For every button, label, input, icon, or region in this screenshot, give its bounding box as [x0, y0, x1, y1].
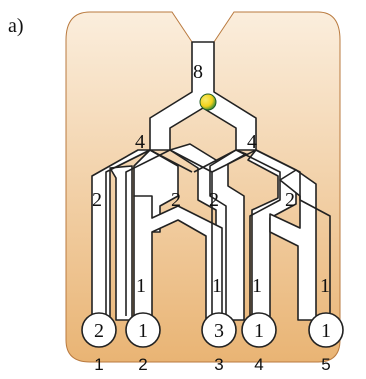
bin-3-cup — [201, 312, 237, 348]
junction-counts: 8 4 4 2 2 2 2 1 1 1 1 — [92, 61, 330, 297]
count-branch-d: 1 — [320, 275, 330, 297]
bin-2-cup — [125, 312, 161, 348]
bin-1-index: 1 — [94, 355, 103, 374]
bin-counts: 2 1 3 1 1 — [94, 320, 331, 342]
count-right-left-level2: 2 — [209, 189, 219, 211]
bin-1-count: 2 — [94, 320, 104, 342]
bin-5-count: 1 — [321, 320, 331, 342]
bin-indices: 1 2 3 4 5 — [94, 355, 330, 374]
channel-outlines — [105, 149, 331, 316]
count-right-level1: 4 — [247, 131, 257, 153]
bin-3-count: 3 — [214, 320, 224, 342]
bin-2-index: 2 — [138, 355, 147, 374]
bin-2-count: 1 — [138, 320, 148, 342]
count-branch-b: 1 — [212, 275, 222, 297]
bin-4-index: 4 — [254, 355, 263, 374]
bin-5-index: 5 — [321, 355, 330, 374]
count-branch-c: 1 — [252, 275, 262, 297]
count-left-right-level2: 2 — [171, 189, 181, 211]
bin-4-count: 1 — [254, 320, 264, 342]
count-right-right-level2: 2 — [285, 189, 295, 211]
bin-5-cup — [308, 312, 344, 348]
count-left-left-level2: 2 — [92, 189, 102, 211]
count-left-level1: 4 — [135, 131, 145, 153]
bin-3-index: 3 — [214, 355, 223, 374]
count-branch-a: 1 — [136, 275, 146, 297]
count-top: 8 — [193, 61, 203, 83]
bin-1-cup — [81, 312, 117, 348]
ball-icon — [199, 93, 217, 111]
bins — [81, 312, 344, 348]
figure-label: a) — [8, 15, 24, 37]
bin-4-cup — [241, 312, 277, 348]
